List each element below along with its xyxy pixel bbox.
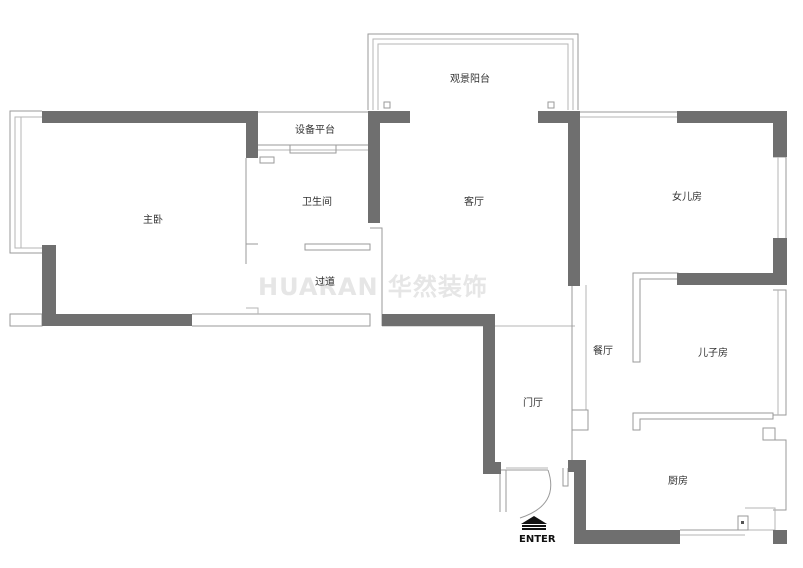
enter-label: ENTER — [519, 534, 556, 545]
room-label-balcony: 观景阳台 — [450, 72, 490, 85]
watermark: HUARAN 华然装饰 — [258, 273, 488, 301]
room-label-corridor: 过道 — [315, 275, 335, 288]
room-label-daughter-room: 女儿房 — [672, 190, 702, 203]
room-label-foyer: 门厅 — [523, 396, 543, 409]
room-label-equipment-platform: 设备平台 — [295, 123, 335, 136]
entrance-marker: ENTER — [519, 516, 556, 545]
room-label-kitchen: 厨房 — [668, 474, 688, 487]
entrance-arrow-bar-2 — [522, 528, 546, 530]
entrance-arrow-icon — [521, 516, 547, 524]
entrance-arrow-bar — [522, 525, 546, 527]
room-label-bathroom: 卫生间 — [302, 195, 332, 208]
room-label-dining-room: 餐厅 — [593, 344, 613, 357]
room-label-master-bedroom: 主卧 — [143, 213, 163, 226]
room-label-living-room: 客厅 — [464, 195, 484, 208]
room-label-son-room: 儿子房 — [698, 346, 728, 359]
walls — [42, 111, 787, 544]
